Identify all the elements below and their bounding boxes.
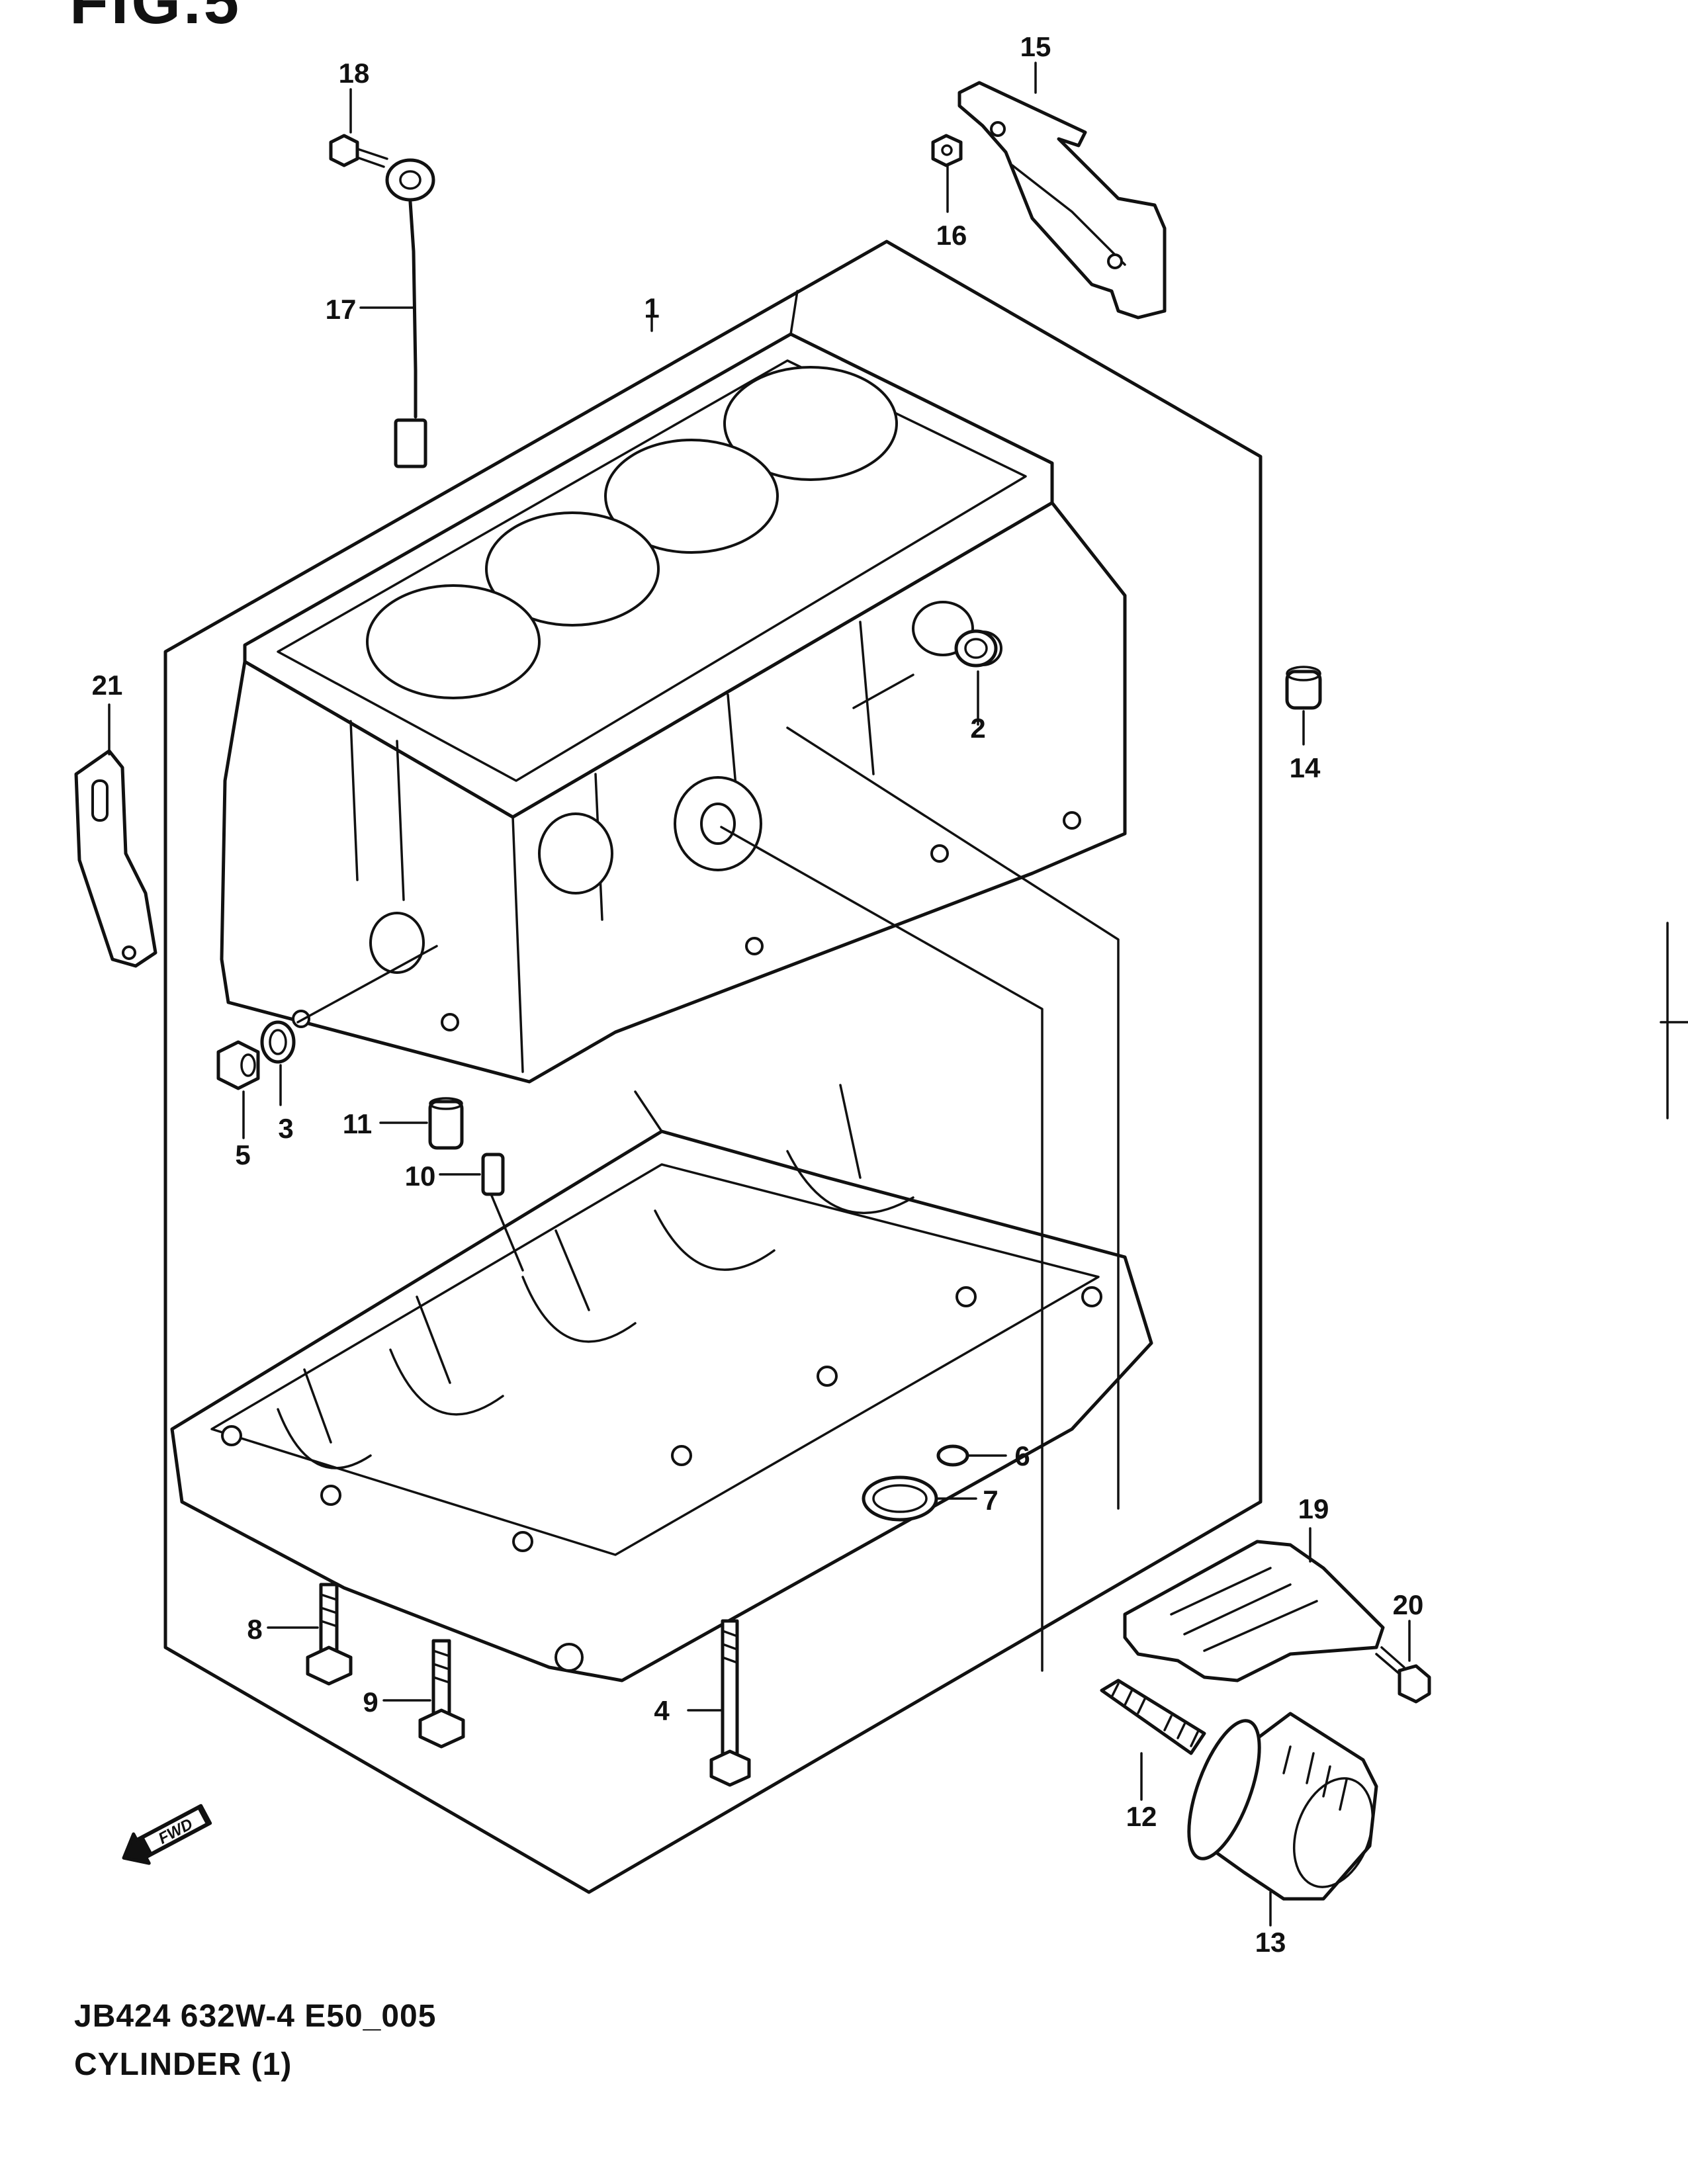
callout-21: 21 (92, 670, 123, 701)
part-17-knock-sensor[interactable] (385, 158, 435, 468)
callout-15: 15 (1020, 31, 1051, 62)
part-10-pin[interactable] (481, 1153, 505, 1196)
part-16-bolt[interactable] (931, 134, 963, 167)
part-7-o-ring[interactable] (862, 1475, 938, 1522)
callout-7: 7 (983, 1485, 998, 1516)
callout-4: 4 (654, 1695, 670, 1726)
cylinder-bore-4 (366, 584, 541, 699)
cylinder-bore-1 (723, 366, 898, 481)
margin-tick (1660, 922, 1688, 1119)
callout-10: 10 (405, 1160, 436, 1192)
cylinder-bore-3 (485, 511, 660, 627)
part-4-bolt[interactable] (709, 1619, 751, 1787)
assembly-guide-lines (296, 290, 1120, 1672)
part-21-bracket[interactable] (74, 749, 157, 968)
callout-3: 3 (278, 1113, 293, 1144)
part-6-seal[interactable] (936, 1444, 969, 1467)
part-11-dowel[interactable] (428, 1097, 464, 1150)
callout-1: 1 (644, 292, 659, 324)
callout-9: 9 (363, 1686, 378, 1718)
part-9-bolt[interactable] (418, 1639, 465, 1749)
callout-leaders (108, 62, 1411, 1927)
cylinder-block[interactable] (220, 332, 1127, 1084)
part-5-plug[interactable] (216, 1040, 260, 1090)
part-14-sleeve[interactable] (1285, 666, 1322, 710)
part-8-bolt[interactable] (306, 1583, 353, 1686)
part-3-washer[interactable] (260, 1020, 296, 1064)
figure-title: FIG.5 (69, 0, 242, 37)
cylinder-block-group-outline (163, 240, 1263, 1894)
callout-8: 8 (247, 1614, 262, 1645)
part-12-stud[interactable] (1100, 1679, 1206, 1755)
callout-12: 12 (1126, 1801, 1157, 1832)
figure-code: JB424 632W-4 E50_005 (74, 1999, 437, 2034)
part-19-heat-shield[interactable] (1123, 1540, 1385, 1682)
callout-11: 11 (343, 1108, 372, 1139)
callout-6: 6 (1014, 1440, 1030, 1471)
callout-20: 20 (1393, 1589, 1424, 1620)
callout-13: 13 (1255, 1927, 1286, 1958)
callout-2: 2 (970, 713, 985, 744)
cylinder-bore-2 (604, 439, 779, 554)
part-13-oil-filter[interactable] (1175, 1712, 1387, 1901)
part-18-bolt[interactable] (329, 134, 388, 168)
crankcase-lower[interactable] (170, 1084, 1153, 1682)
part-2-seal[interactable] (954, 629, 998, 668)
part-20-bolt[interactable] (1375, 1646, 1431, 1704)
callout-18: 18 (339, 58, 370, 89)
callout-14: 14 (1290, 752, 1321, 783)
callout-19: 19 (1298, 1493, 1329, 1524)
part-15-bracket[interactable] (957, 81, 1167, 320)
forward-direction-marker: FWD (122, 1804, 212, 1865)
callout-5: 5 (235, 1139, 250, 1170)
callout-16: 16 (936, 220, 967, 251)
callout-labels: 1 2 3 4 5 6 7 8 9 10 11 12 13 14 15 16 1… (92, 31, 1424, 1958)
callout-17: 17 (326, 294, 357, 325)
figure-name: CYLINDER (1) (74, 2047, 292, 2082)
